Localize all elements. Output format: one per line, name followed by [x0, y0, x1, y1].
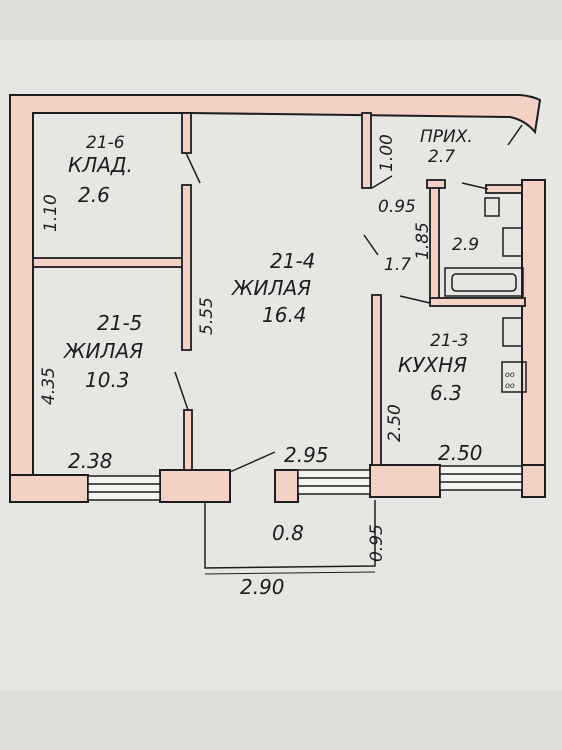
balcony: [204, 500, 376, 575]
wall-living-bottom: [183, 409, 193, 471]
pantry-area: 2.6: [78, 183, 110, 207]
door-balcony: [229, 451, 276, 473]
dim-living-main-depth: 5.55: [197, 297, 217, 335]
living-small-name: ЖИЛАЯ: [62, 339, 143, 363]
sink-bath: [502, 227, 523, 257]
top-left-wall: [9, 94, 542, 476]
dim-living-small-depth: 4.35: [39, 367, 59, 405]
bottom-wall-segment-5: [521, 464, 546, 498]
exterior-walls: [9, 94, 546, 503]
hall-name: ПРИХ.: [420, 127, 473, 147]
door-kitchen: [399, 295, 431, 304]
fixtures: [444, 197, 527, 393]
wall-kitchen-left: [371, 294, 382, 466]
stove: [501, 361, 527, 393]
door-bath: [461, 182, 489, 190]
bottom-wall-segment-3: [274, 469, 299, 503]
corridor-area: 1.7: [384, 255, 411, 275]
bottom-wall-segment-4: [369, 464, 441, 498]
dim-balcony-width: 2.90: [240, 575, 285, 599]
pantry-code: 21-6: [86, 133, 125, 153]
dim-bath-depth: 1.85: [413, 222, 433, 260]
interior-walls: [32, 112, 526, 471]
door-corridor: [363, 234, 379, 256]
sink-kitchen: [502, 317, 523, 347]
door-living-small: [174, 371, 189, 411]
wall-bath-bottom: [429, 297, 526, 307]
wall-bath-top: [485, 184, 523, 194]
wall-pantry-main-mid: [181, 184, 192, 351]
wall-pantry-living: [32, 257, 186, 268]
dim-hall-depth: 1.00: [377, 134, 397, 172]
stove-mark-top: oo: [505, 370, 515, 379]
wall-pantry-main-top: [181, 112, 192, 154]
window-middle: [297, 469, 371, 495]
living-main-name: ЖИЛАЯ: [230, 276, 311, 300]
door-hall: [371, 175, 393, 189]
kitchen-code: 21-3: [430, 331, 469, 351]
door-entrance: [507, 124, 523, 146]
living-small-code: 21-5: [97, 311, 142, 335]
windows: [87, 465, 523, 501]
living-main-code: 21-4: [270, 249, 315, 273]
dim-hall-door: 0.95: [378, 197, 416, 217]
right-wall: [521, 179, 546, 466]
bath-area: 2.9: [452, 235, 479, 255]
kitchen-name: КУХНЯ: [398, 353, 467, 377]
wall-bath-stub: [426, 179, 446, 189]
dim-living-main-width: 2.95: [284, 443, 329, 467]
door-pantry: [185, 152, 201, 184]
dim-kitchen-depth: 2.50: [385, 404, 405, 442]
pantry-name: КЛАД.: [68, 153, 133, 177]
dim-kitchen-width: 2.50: [438, 441, 483, 465]
kitchen-area: 6.3: [430, 381, 462, 405]
bathtub: [444, 267, 524, 297]
dim-pantry-height: 1.10: [41, 194, 61, 232]
toilet: [484, 197, 500, 217]
window-left: [87, 475, 161, 501]
wall-hall-left: [361, 112, 372, 189]
living-main-area: 16.4: [262, 303, 307, 327]
bottom-wall-segment-2: [159, 469, 231, 503]
dim-living-small-width: 2.38: [68, 449, 113, 473]
door-swings: [174, 124, 523, 473]
stove-mark-bottom: oo: [505, 381, 515, 390]
bottom-wall-segment-1: [9, 474, 89, 503]
dim-balcony-depth: 0.95: [367, 524, 387, 562]
hall-area: 2.7: [428, 147, 455, 167]
balcony-area: 0.8: [272, 521, 304, 545]
window-right: [439, 465, 523, 491]
bathtub-inner: [451, 273, 517, 292]
living-small-area: 10.3: [85, 368, 130, 392]
